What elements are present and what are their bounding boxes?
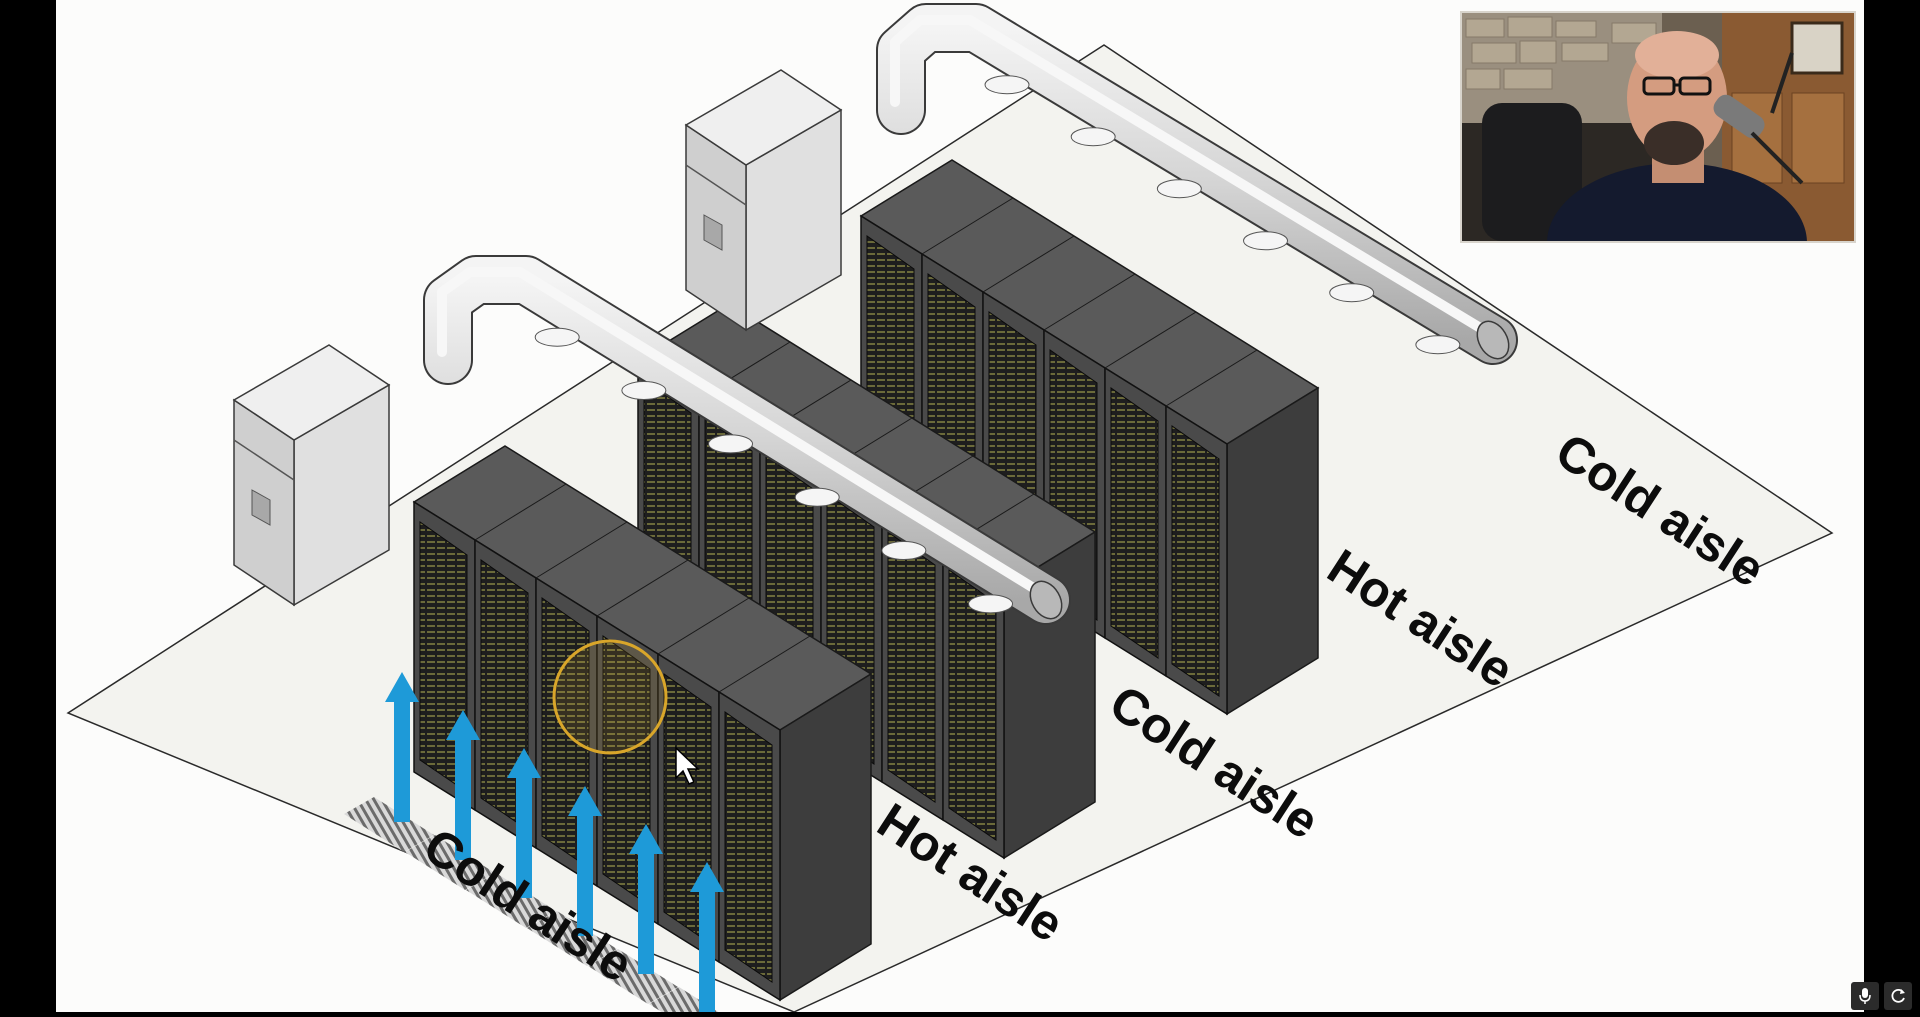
duct-intake-vent <box>968 594 1014 614</box>
rack-edge <box>982 235 1075 293</box>
duct-intake-vent <box>1243 231 1289 251</box>
rack-edge <box>657 597 750 655</box>
duct-intake-vent <box>1070 127 1116 147</box>
air-duct-highlight <box>437 267 1045 597</box>
rack-server-panel <box>1171 425 1220 697</box>
cold-air-arrow <box>507 748 541 898</box>
cursor-highlight <box>552 639 668 755</box>
cold-air-arrow <box>629 824 663 974</box>
rack-edge <box>474 483 567 541</box>
floor-vent-grate <box>588 949 678 1004</box>
floor-vent-grate <box>405 835 495 890</box>
cooling-unit-top <box>684 69 843 166</box>
rack-edge <box>1043 273 1136 331</box>
rack-server-panel <box>1110 387 1159 659</box>
cooling-unit-panel <box>703 214 723 251</box>
rack-edge <box>596 559 689 617</box>
air-duct-end <box>1476 320 1510 360</box>
duct-intake-vent <box>1415 335 1461 355</box>
duct-intake-vent <box>1329 283 1375 303</box>
duct-intake-vent <box>708 434 754 454</box>
row-1 <box>344 445 873 1012</box>
floor-vent-grate <box>344 797 434 852</box>
duct-intake-vent <box>1156 179 1202 199</box>
cold-air-arrow <box>446 710 480 860</box>
refresh-button[interactable] <box>1884 982 1912 1010</box>
floor-vent-grate <box>466 873 556 928</box>
air-duct-highlight <box>890 15 1492 337</box>
rack-row-end <box>779 672 872 1002</box>
microphone-icon <box>1859 988 1871 1004</box>
duct-intake-vent <box>881 541 927 561</box>
cooling-unit-seam <box>685 164 747 206</box>
rack-edge <box>535 521 628 579</box>
duct-intake-vent <box>794 487 840 507</box>
refresh-icon <box>1891 988 1905 1003</box>
rack-row-end <box>1226 386 1319 716</box>
row-3 <box>791 159 1320 716</box>
rack-edge <box>860 159 953 217</box>
mouse-cursor-icon <box>675 746 700 785</box>
cooling-unit <box>232 255 1071 625</box>
duct-intake-vent <box>534 327 580 347</box>
cooling-unit-top <box>232 344 391 441</box>
rack-edge <box>1165 349 1258 407</box>
rack-edge <box>1104 311 1197 369</box>
rack-edge <box>718 635 811 693</box>
rack-edge <box>921 197 1014 255</box>
cold-air-arrow <box>568 786 602 936</box>
rack-edge <box>413 445 506 503</box>
floor-vent-grate <box>527 911 617 966</box>
cooling-unit <box>684 3 1518 365</box>
cold-air-arrow <box>690 862 724 1012</box>
cold-air-arrow <box>385 672 419 822</box>
presenter-webcam <box>1460 11 1856 243</box>
air-duct-end <box>1029 580 1063 620</box>
rack-server-panel <box>724 711 773 983</box>
presenter-video-frame <box>1462 13 1854 241</box>
cooling-unit-seam <box>233 439 295 481</box>
duct-intake-vent <box>984 75 1030 95</box>
duct-intake-vent <box>621 381 667 401</box>
rack-server-panel <box>887 531 936 803</box>
datacenter-diagram: Cold aisle Hot aisle Cold aisle Hot aisl… <box>66 3 1834 1012</box>
cooling-unit-panel <box>251 489 271 526</box>
microphone-button[interactable] <box>1851 982 1879 1010</box>
